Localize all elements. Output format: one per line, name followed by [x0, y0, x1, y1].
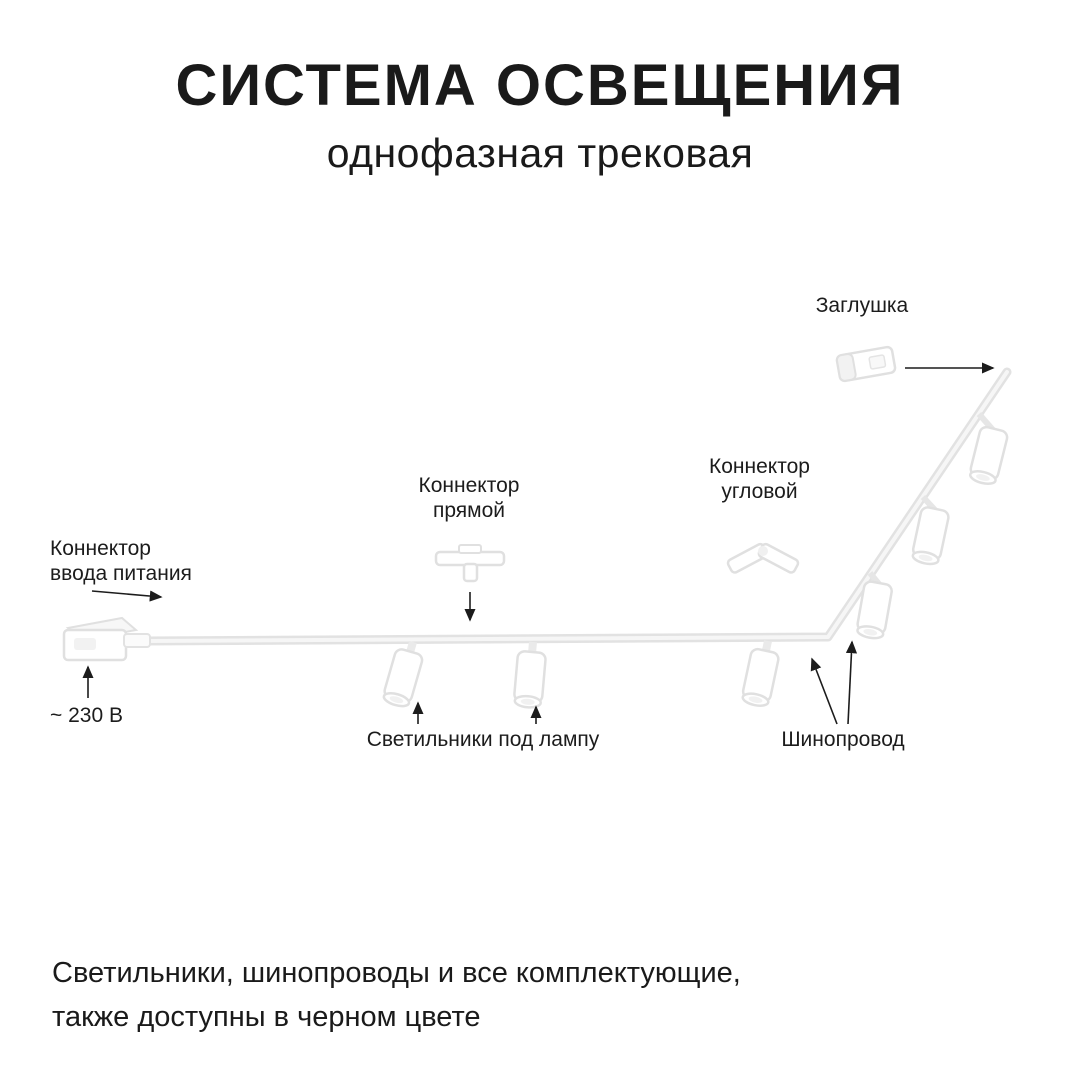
page-subtitle: однофазная трековая [326, 130, 754, 176]
spotlight-fixture [382, 640, 424, 708]
busbar-arrow-right [845, 640, 858, 725]
power-input-connector-icon [62, 616, 151, 662]
corner-connector-icon [726, 542, 800, 574]
end-cap-icon [835, 345, 897, 383]
busbar-arrow-left [810, 657, 838, 725]
spotlight-fixture [968, 425, 1009, 485]
busbar-label: Шинопровод [781, 728, 905, 751]
footer-note: Светильники, шинопроводы и все комплекту… [52, 952, 1032, 1039]
lamps-label: Светильники под лампу [366, 728, 600, 751]
end-cap-label: Заглушка [815, 294, 909, 317]
straight-connector-icon [434, 544, 506, 583]
spotlight-fixture [911, 506, 950, 566]
footer-line-1: Светильники, шинопроводы и все комплекту… [52, 957, 741, 989]
power-input-arrow [91, 590, 163, 602]
voltage-label: ~ 230 В [50, 704, 123, 727]
spotlight-fixture [513, 641, 547, 709]
power-input-label: Коннектор ввода питания [50, 537, 192, 585]
busbar-track [140, 367, 1012, 646]
footer-line-2: также доступны в черном цвете [52, 1000, 481, 1033]
straight-connector-label: Коннектор прямой [418, 474, 520, 522]
spotlight-fixture [856, 580, 893, 640]
corner-connector-label: Коннектор угловой [709, 455, 810, 503]
pointer-arrows [82, 362, 995, 725]
page-title: СИСТЕМА ОСВЕЩЕНИЯ [175, 53, 905, 118]
spotlight-fixture [741, 640, 780, 707]
